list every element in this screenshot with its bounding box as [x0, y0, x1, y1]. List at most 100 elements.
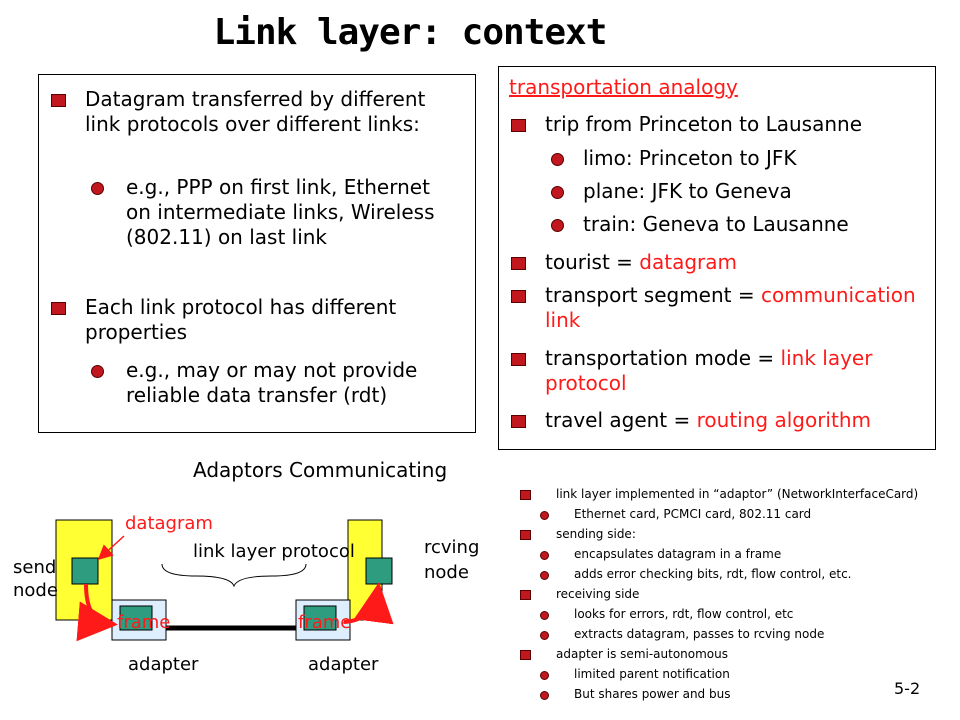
note-text-9: adapter is semi-autonomous [556, 647, 729, 661]
note-row-10: limited parent notification [520, 667, 730, 681]
mapping-3-text: transportation mode = link layer protoco… [545, 346, 929, 396]
note-text-5: adds error checking bits, rdt, flow cont… [574, 567, 852, 581]
left-item-4-text: e.g., may or may not provide reliable da… [126, 358, 418, 407]
mapping-4-text: travel agent = routing algorithm [545, 408, 929, 433]
note-text-8: extracts datagram, passes to rcving node [574, 627, 825, 641]
round-bullet-icon [540, 511, 549, 520]
square-bullet-icon [511, 119, 526, 132]
mapping-2-text: transport segment = communication link [545, 283, 929, 333]
trip-item: trip from Princeton to Lausanne [509, 112, 929, 137]
sending-node-label-line1: sendi [13, 557, 55, 578]
note-row-3: sending side: [520, 527, 636, 541]
round-bullet-icon [540, 611, 549, 620]
frame-right-label: frame [298, 612, 352, 633]
rcving-node-label-line1: rcving [424, 537, 480, 558]
leg-item-2: plane: JFK to Geneva [509, 179, 929, 204]
receiving-node-datagram-square [365, 557, 393, 585]
square-bullet-icon [51, 302, 66, 315]
note-text-7: looks for errors, rdt, flow control, etc [574, 607, 794, 621]
left-item-1: Datagram transferred by different link p… [49, 87, 459, 137]
leg-item-1: limo: Princeton to JFK [509, 146, 929, 171]
mapping-item-2: transport segment = communication link [509, 283, 929, 333]
square-bullet-icon [511, 290, 526, 303]
right-analogy-box: transportation analogy trip from Princet… [498, 66, 936, 450]
round-bullet-icon [551, 153, 564, 166]
round-bullet-icon [540, 631, 549, 640]
note-text-11: But shares power and bus [574, 687, 731, 701]
mapping-item-4: travel agent = routing algorithm [509, 408, 929, 433]
trip-text: trip from Princeton to Lausanne [545, 112, 862, 136]
left-item-3-text: Each link protocol has different propert… [85, 295, 397, 344]
square-bullet-icon [51, 94, 66, 107]
note-text-3: sending side: [556, 527, 636, 541]
square-bullet-icon [520, 530, 531, 540]
sending-node-label-line2: node [13, 580, 58, 601]
rcving-node-label-line2: node [424, 562, 469, 583]
mapping-item-1: tourist = datagram [509, 250, 929, 275]
note-row-7: looks for errors, rdt, flow control, etc [520, 607, 793, 621]
square-bullet-icon [511, 415, 526, 428]
note-text-6: receiving side [556, 587, 640, 601]
analogy-heading: transportation analogy [509, 75, 738, 99]
datagram-pointer-arrow [97, 535, 125, 561]
left-item-2-text: e.g., PPP on first link, Ethernet on int… [126, 175, 435, 249]
square-bullet-icon [511, 257, 526, 270]
mapping-4-term: travel agent = [545, 408, 697, 432]
note-row-6: receiving side [520, 587, 639, 601]
leg-item-3: train: Geneva to Lausanne [509, 212, 929, 237]
datagram-label: datagram [125, 513, 213, 534]
mapping-item-3: transportation mode = link layer protoco… [509, 346, 929, 396]
mapping-4-value: routing algorithm [696, 408, 871, 432]
left-item-3: Each link protocol has different propert… [49, 295, 459, 345]
round-bullet-icon [91, 182, 104, 195]
square-bullet-icon [520, 650, 531, 660]
page-number: 5-2 [894, 679, 921, 698]
left-bullet-box: Datagram transferred by different link p… [38, 74, 476, 433]
mapping-3-term: transportation mode = [545, 346, 781, 370]
note-row-11: But shares power and bus [520, 687, 730, 701]
left-frame-square [119, 605, 153, 631]
mapping-2-value: communication link [545, 283, 916, 332]
left-item-4: e.g., may or may not provide reliable da… [49, 358, 459, 408]
square-bullet-icon [520, 490, 531, 500]
note-row-2: Ethernet card, PCMCI card, 802.11 card [520, 507, 811, 521]
round-bullet-icon [551, 186, 564, 199]
mapping-2-term: transport segment = [545, 283, 761, 307]
round-bullet-icon [540, 551, 549, 560]
brace-icon [161, 563, 307, 588]
left-item-2: e.g., PPP on first link, Ethernet on int… [49, 175, 459, 250]
square-bullet-icon [520, 590, 531, 600]
send-arrow-icon [76, 583, 118, 642]
leg-text-3: train: Geneva to Lausanne [583, 212, 849, 236]
right-frame-square [303, 605, 337, 631]
adaptors-diagram [55, 519, 394, 642]
note-row-8: extracts datagram, passes to rcving node [520, 627, 824, 641]
receive-arrow-icon [343, 582, 394, 625]
adapter-left-label: adapter [128, 654, 199, 675]
frame-left-label: frame [117, 612, 171, 633]
diagram-heading: Adaptors Communicating [193, 458, 448, 482]
slide-title: Link layer: context [213, 12, 608, 53]
round-bullet-icon [551, 219, 564, 232]
left-item-1-text: Datagram transferred by different link p… [85, 87, 426, 136]
note-row-5: adds error checking bits, rdt, flow cont… [520, 567, 852, 581]
leg-text-2: plane: JFK to Geneva [583, 179, 792, 203]
adapter-right-label: adapter [308, 654, 379, 675]
sending-node-datagram-square [71, 557, 99, 585]
round-bullet-icon [540, 571, 549, 580]
note-text-4: encapsulates datagram in a frame [574, 547, 782, 561]
note-text-2: Ethernet card, PCMCI card, 802.11 card [574, 507, 812, 521]
note-row-9: adapter is semi-autonomous [520, 647, 728, 661]
square-bullet-icon [511, 353, 526, 366]
mapping-3-value: link layer protocol [545, 346, 873, 395]
round-bullet-icon [540, 691, 549, 700]
mapping-1-text: tourist = datagram [545, 250, 929, 275]
note-text-10: limited parent notification [574, 667, 730, 681]
link-protocol-label: link layer protocol [193, 541, 355, 562]
note-text-1: link layer implemented in “adaptor” (Net… [556, 487, 919, 501]
mapping-1-value: datagram [639, 250, 737, 274]
note-row-1: link layer implemented in “adaptor” (Net… [520, 487, 918, 501]
round-bullet-icon [540, 671, 549, 680]
leg-text-1: limo: Princeton to JFK [583, 146, 797, 170]
